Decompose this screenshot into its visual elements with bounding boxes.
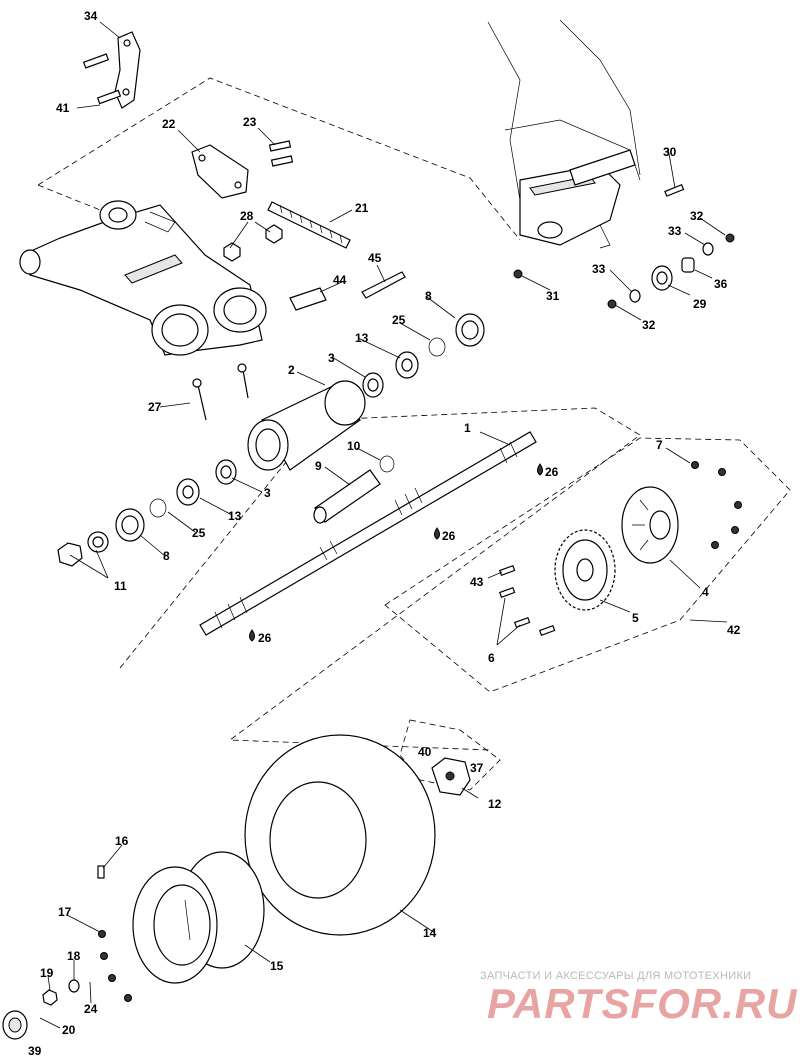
leader-lines <box>39 21 728 1029</box>
part-label-37: 37 <box>470 761 484 775</box>
part-number-labels: 34 41 22 23 21 28 45 44 8 25 13 3 2 27 1… <box>28 9 741 1058</box>
part-label-4: 4 <box>702 585 709 599</box>
part-label-20: 20 <box>62 1023 76 1037</box>
part-label-8a: 8 <box>425 289 432 303</box>
part-label-33b: 33 <box>592 262 606 276</box>
hub-cap <box>2 1010 28 1040</box>
hub-nut <box>691 461 742 549</box>
watermark-caption: ЗАПЧАСТИ И АКСЕССУАРЫ ДЛЯ МОТОТЕХНИКИ <box>480 970 752 982</box>
axle-nut <box>57 531 109 567</box>
swing-arm-nut <box>223 224 283 262</box>
frame-section <box>487 19 641 249</box>
sprocket-bolt <box>498 564 556 636</box>
part-label-24: 24 <box>84 1002 98 1016</box>
bearing-housing <box>247 380 366 471</box>
washer <box>629 242 714 303</box>
part-label-6: 6 <box>488 651 495 665</box>
part-label-43: 43 <box>470 575 484 589</box>
rim-nut <box>98 930 132 1002</box>
frame-bolt <box>664 183 685 197</box>
mounting-bracket <box>114 31 141 109</box>
part-label-39: 39 <box>28 1044 42 1058</box>
assembly-outline-frame <box>37 77 791 791</box>
swing-arm <box>19 200 267 356</box>
spacer-tube <box>313 469 381 524</box>
part-label-34: 34 <box>84 9 98 23</box>
part-label-14: 14 <box>423 926 437 940</box>
part-label-15: 15 <box>270 959 284 973</box>
part-label-13b: 13 <box>228 509 242 523</box>
part-label-25a: 25 <box>392 313 406 327</box>
grease-drop-icon <box>249 463 543 642</box>
axle-washer <box>68 979 80 993</box>
part-label-22: 22 <box>162 117 176 131</box>
part-label-32a: 32 <box>690 209 704 223</box>
o-ring <box>149 337 446 518</box>
part-label-5: 5 <box>632 611 639 625</box>
wheel-rim <box>132 851 265 984</box>
part-label-41: 41 <box>56 101 70 115</box>
chain-guide <box>191 144 249 199</box>
cotter-pin <box>361 271 406 299</box>
drive-chain <box>267 201 351 249</box>
part-label-42: 42 <box>727 623 741 637</box>
part-label-26b: 26 <box>442 529 456 543</box>
part-label-8b: 8 <box>163 549 170 563</box>
castle-nut <box>42 989 58 1006</box>
rear-axle <box>199 431 537 636</box>
part-label-23: 23 <box>243 115 257 129</box>
part-label-30: 30 <box>663 145 677 159</box>
part-label-27: 27 <box>148 400 162 414</box>
part-label-26a: 26 <box>545 465 559 479</box>
bracket-bolt <box>82 53 122 105</box>
part-label-3a: 3 <box>328 351 335 365</box>
part-label-40: 40 <box>418 745 432 759</box>
oil-seal <box>115 313 485 542</box>
part-label-9: 9 <box>315 459 322 473</box>
part-label-11: 11 <box>114 579 127 593</box>
part-label-7: 7 <box>656 438 663 452</box>
snap-ring <box>379 455 395 473</box>
part-label-21: 21 <box>355 201 369 215</box>
rear-sprocket <box>554 529 616 611</box>
part-label-1: 1 <box>464 421 471 435</box>
pivot-bolt <box>192 363 249 421</box>
part-label-17: 17 <box>58 905 72 919</box>
svg-text:PARTSFOR.RU: PARTSFOR.RU <box>487 980 798 1027</box>
part-label-13a: 13 <box>355 331 369 345</box>
part-label-10: 10 <box>347 439 361 453</box>
part-label-26c: 26 <box>258 631 272 645</box>
part-label-32b: 32 <box>642 318 656 332</box>
eccentric-bushing <box>651 265 673 291</box>
part-label-36: 36 <box>714 277 728 291</box>
part-label-25b: 25 <box>192 526 206 540</box>
part-label-31: 31 <box>546 289 560 303</box>
chain-guide-bolt <box>268 140 294 167</box>
spacer <box>681 257 695 273</box>
tire <box>244 734 436 936</box>
chain-slider-plate <box>289 287 327 311</box>
part-label-44: 44 <box>333 273 347 287</box>
part-label-45: 45 <box>368 251 382 265</box>
part-label-2: 2 <box>288 363 295 377</box>
part-label-12: 12 <box>488 797 502 811</box>
part-label-18: 18 <box>67 949 81 963</box>
valve-stem <box>97 865 105 879</box>
part-label-33a: 33 <box>668 224 682 238</box>
part-label-3b: 3 <box>264 486 271 500</box>
part-label-19: 19 <box>40 966 54 980</box>
bearing <box>176 351 419 506</box>
part-label-29: 29 <box>693 297 707 311</box>
part-label-16: 16 <box>115 834 129 848</box>
part-label-28: 28 <box>240 209 254 223</box>
sprocket-hub <box>621 486 679 564</box>
nut <box>513 233 735 309</box>
wheel-hub <box>431 757 471 796</box>
watermark-logo: PARTSFOR.RU <box>487 980 798 1027</box>
